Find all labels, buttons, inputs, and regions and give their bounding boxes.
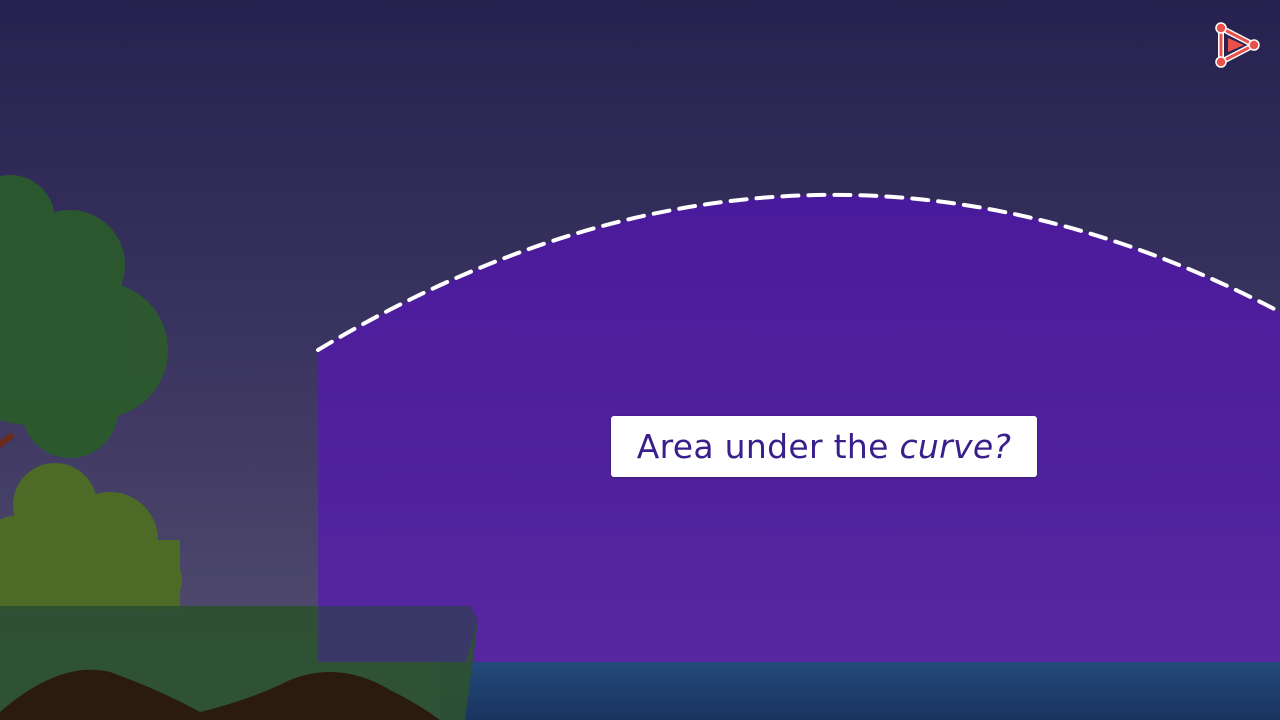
tree-dark bbox=[0, 175, 168, 458]
bush-light bbox=[0, 463, 182, 612]
tree-trunk bbox=[0, 432, 14, 448]
water-strip bbox=[440, 662, 1280, 720]
caption-text: Area under the curve? bbox=[637, 427, 1012, 466]
soil-hills bbox=[0, 669, 440, 720]
play-triangle-logo-icon bbox=[1215, 22, 1260, 68]
caption-part-1: Area under the bbox=[636, 427, 900, 466]
dashed-curve bbox=[316, 192, 1280, 352]
grass-slab-overlap bbox=[318, 606, 478, 662]
caption-part-2: curve? bbox=[899, 427, 1012, 466]
caption-box: Area under the curve? bbox=[611, 416, 1037, 477]
